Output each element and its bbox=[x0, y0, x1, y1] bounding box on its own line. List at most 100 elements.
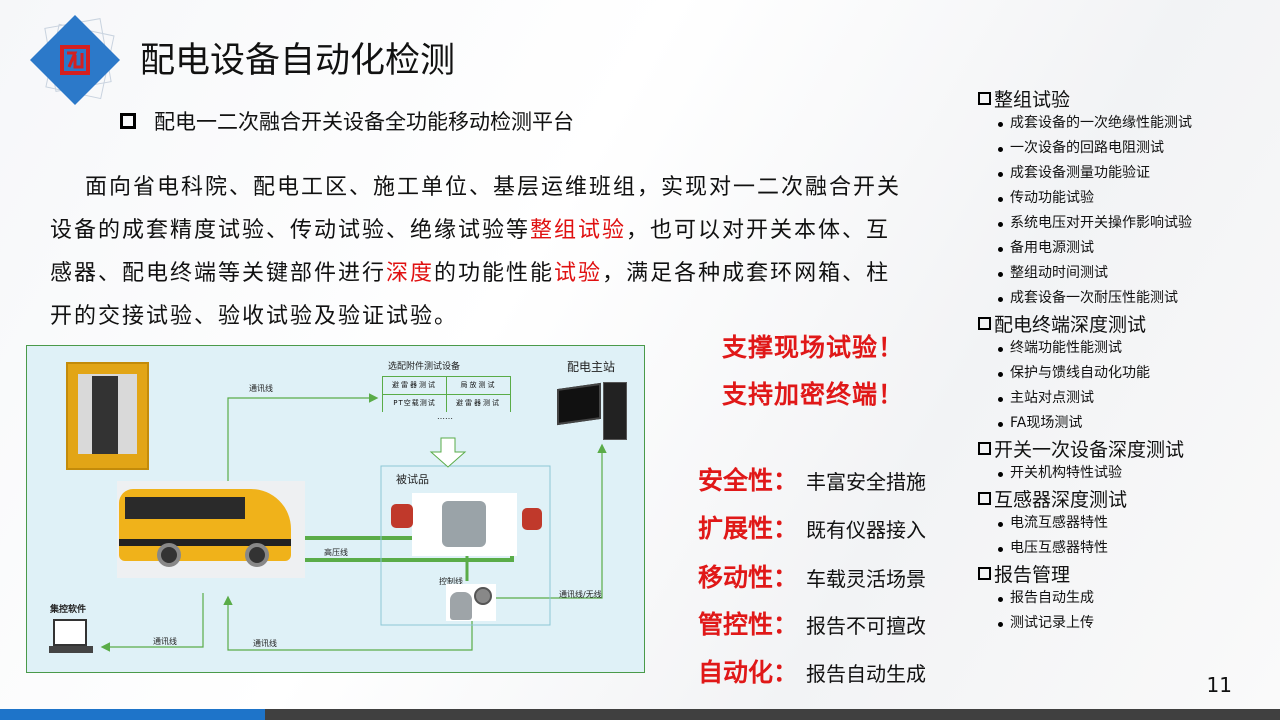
control-line-label: 控制线 bbox=[439, 577, 463, 586]
text: 的功能性能 bbox=[434, 261, 555, 286]
square-bullet-icon bbox=[978, 492, 991, 505]
square-bullet-icon bbox=[978, 442, 991, 455]
list-item: 电流互感器特性 bbox=[978, 511, 1278, 536]
ellipsis: …… bbox=[437, 412, 453, 421]
text: ，满足各种成套环网箱、柱 bbox=[602, 261, 891, 286]
optional-equipment-table: 避雷器测试 局放测试 PT空载测试 避雷器测试 bbox=[382, 376, 511, 412]
feature-key: 自动化： bbox=[698, 658, 799, 687]
dut-label: 被试品 bbox=[396, 473, 429, 486]
list-item: 电压互感器特性 bbox=[978, 536, 1278, 561]
slogan: 支撑现场试验！ bbox=[722, 333, 905, 362]
list-group: 互感器深度测试电流互感器特性电压互感器特性 bbox=[978, 486, 1278, 561]
list-item-text: 成套设备一次耐压性能测试 bbox=[1010, 290, 1178, 306]
list-item-text: 电流互感器特性 bbox=[1010, 515, 1108, 531]
table-cell: PT空载测试 bbox=[383, 395, 446, 412]
highlight-text: 试验 bbox=[554, 261, 603, 286]
list-heading-text: 报告管理 bbox=[994, 564, 1071, 586]
list-item-text: 系统电压对开关操作影响试验 bbox=[1010, 215, 1192, 231]
feature-key: 管控性： bbox=[698, 610, 799, 639]
list-item-text: 成套设备的一次绝缘性能测试 bbox=[1010, 115, 1192, 131]
square-bullet-icon bbox=[978, 317, 991, 330]
switch-photo bbox=[412, 493, 517, 556]
list-item: 开关机构特性试验 bbox=[978, 461, 1278, 486]
hv-line-label: 高压线 bbox=[324, 548, 348, 557]
terminal-unit-photo bbox=[446, 584, 496, 621]
list-item: 系统电压对开关操作影响试验 bbox=[978, 211, 1278, 236]
list-group: 整组试验成套设备的一次绝缘性能测试一次设备的回路电阻测试成套设备测量功能验证传动… bbox=[978, 86, 1278, 311]
list-heading: 整组试验 bbox=[978, 86, 1278, 111]
paragraph-line: 设备的成套精度试验、传动试验、绝缘试验等整组试验，也可以对开关本体、互 bbox=[50, 209, 901, 252]
feature-key: 移动性： bbox=[698, 563, 799, 592]
square-bullet-icon bbox=[120, 113, 136, 129]
feature-value: 既有仪器接入 bbox=[806, 518, 926, 542]
text: 设备的成套精度试验、传动试验、绝缘试验等 bbox=[50, 218, 531, 243]
subtitle: 配电一二次融合开关设备全功能移动检测平台 bbox=[120, 106, 574, 136]
current-transformer-icon bbox=[391, 504, 413, 528]
list-item-text: 一次设备的回路电阻测试 bbox=[1010, 140, 1164, 156]
slogan: 支持加密终端！ bbox=[722, 380, 905, 409]
computer-tower-icon bbox=[603, 382, 627, 440]
central-software-label: 集控软件 bbox=[50, 605, 87, 615]
laptop-base bbox=[49, 646, 93, 653]
feature-value: 丰富安全措施 bbox=[806, 470, 926, 494]
list-item-text: 备用电源测试 bbox=[1010, 240, 1094, 256]
list-item-text: 测试记录上传 bbox=[1010, 615, 1094, 631]
list-item: 成套设备一次耐压性能测试 bbox=[978, 286, 1278, 311]
list-group: 配电终端深度测试终端功能性能测试保护与馈线自动化功能主站对点测试 FA现场测试 bbox=[978, 311, 1278, 436]
list-item: 终端功能性能测试 bbox=[978, 336, 1278, 361]
optional-equipment-title: 选配附件测试设备 bbox=[388, 362, 461, 372]
intro-paragraph: 面向省电科院、配电工区、施工单位、基层运维班组，实现对一二次融合开关 设备的成套… bbox=[50, 166, 901, 338]
square-bullet-icon bbox=[978, 92, 991, 105]
footer-bar-accent bbox=[0, 709, 265, 720]
feature-row: 移动性：车载灵活场景 bbox=[698, 558, 926, 594]
text: 感器、配电终端等关键部件进行 bbox=[50, 261, 387, 286]
laptop-icon bbox=[53, 619, 87, 646]
computer-monitor-icon bbox=[557, 382, 601, 426]
van-interior-photo bbox=[66, 362, 149, 470]
master-station-label: 配电主站 bbox=[567, 360, 616, 374]
list-item: 主站对点测试 bbox=[978, 386, 1278, 411]
text: ，也可以对开关本体、互 bbox=[626, 218, 891, 243]
feature-row: 安全性： 丰富安全措施 bbox=[698, 461, 926, 497]
list-item-text: 传动功能试验 bbox=[1010, 190, 1094, 206]
page-number: 11 bbox=[1206, 673, 1232, 697]
highlight-text: 深度 bbox=[386, 261, 435, 286]
feature-key: 安全性： bbox=[698, 466, 799, 495]
list-item-text: 成套设备测量功能验证 bbox=[1010, 165, 1150, 181]
list-item-text: 终端功能性能测试 bbox=[1010, 340, 1122, 356]
list-item-text: 主站对点测试 bbox=[1010, 390, 1094, 406]
list-item: 成套设备测量功能验证 bbox=[978, 161, 1278, 186]
list-item: 备用电源测试 bbox=[978, 236, 1278, 261]
table-cell: 局放测试 bbox=[447, 377, 510, 394]
list-heading-text: 配电终端深度测试 bbox=[994, 314, 1147, 336]
comm-line-label: 通讯线 bbox=[253, 639, 277, 648]
list-item-text: 开关机构特性试验 bbox=[1010, 465, 1122, 481]
page-title: 配电设备自动化检测 bbox=[140, 41, 456, 81]
list-item-text: 报告自动生成 bbox=[1010, 590, 1094, 606]
subtitle-text: 配电一二次融合开关设备全功能移动检测平台 bbox=[154, 110, 574, 134]
list-heading-text: 开关一次设备深度测试 bbox=[994, 439, 1185, 461]
table-cell: 避雷器测试 bbox=[383, 377, 446, 394]
list-heading-text: 互感器深度测试 bbox=[994, 489, 1128, 511]
list-item: 传动功能试验 bbox=[978, 186, 1278, 211]
feature-key: 扩展性： bbox=[698, 514, 799, 543]
footer-bar bbox=[265, 709, 1280, 720]
list-heading-text: 整组试验 bbox=[994, 89, 1071, 111]
test-items-list: 整组试验成套设备的一次绝缘性能测试一次设备的回路电阻测试成套设备测量功能验证传动… bbox=[978, 86, 1278, 636]
comm-wireless-label: 通讯线/无线 bbox=[559, 590, 602, 599]
table-cell: 避雷器测试 bbox=[447, 395, 510, 412]
feature-row: 管控性：报告不可擅改 bbox=[698, 605, 926, 641]
list-item-text: 整组动时间测试 bbox=[1010, 265, 1108, 281]
company-logo bbox=[30, 15, 120, 105]
list-item: 成套设备的一次绝缘性能测试 bbox=[978, 111, 1278, 136]
list-item: 测试记录上传 bbox=[978, 611, 1278, 636]
voltage-transformer-icon bbox=[522, 508, 542, 530]
paragraph-line: 感器、配电终端等关键部件进行深度的功能性能试验，满足各种成套环网箱、柱 bbox=[50, 252, 901, 295]
feature-value: 报告自动生成 bbox=[806, 662, 926, 686]
list-item-text: 保护与馈线自动化功能 bbox=[1010, 365, 1150, 381]
list-item: 报告自动生成 bbox=[978, 586, 1278, 611]
list-group: 开关一次设备深度测试开关机构特性试验 bbox=[978, 436, 1278, 486]
list-item: FA现场测试 bbox=[978, 411, 1278, 436]
list-item: 一次设备的回路电阻测试 bbox=[978, 136, 1278, 161]
list-item: 保护与馈线自动化功能 bbox=[978, 361, 1278, 386]
